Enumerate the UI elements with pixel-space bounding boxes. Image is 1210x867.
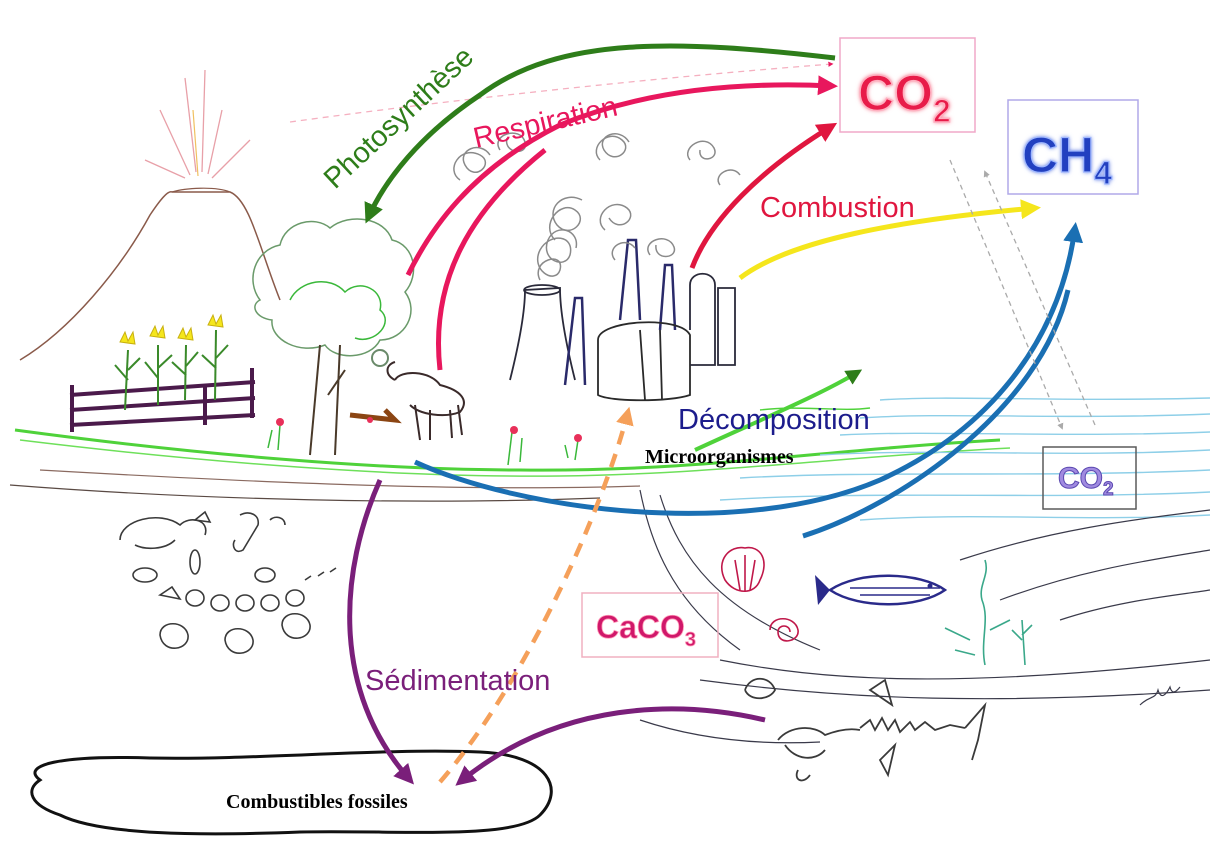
ch4-box: CH4 <box>1007 99 1139 195</box>
svg-text:CO2: CO2 <box>858 65 951 129</box>
co2-atmosphere-box: CO2 <box>839 37 976 133</box>
decomposition-label: Décomposition <box>678 404 870 436</box>
microorganisms-label: Microorganismes <box>645 446 794 468</box>
seaweed-drawing <box>944 559 1033 666</box>
co2-ocean-label: CO <box>1058 462 1103 495</box>
decomposition-arrow-ground <box>413 222 1084 516</box>
atmosphere-ocean-exchange-up <box>983 170 1096 426</box>
runoff-arrow <box>694 369 863 452</box>
caco3-label: CaCO <box>596 609 685 645</box>
volcano-drawing <box>19 69 281 361</box>
combustion-arrow-ch4 <box>738 199 1041 280</box>
svg-text:CaCO3: CaCO3 <box>596 609 696 651</box>
combustion-label: Combustion <box>760 192 915 224</box>
combustion-arrow-co2 <box>689 122 838 269</box>
decomposition-arrow-ocean <box>802 289 1071 539</box>
ch4-label: CH <box>1022 127 1094 183</box>
respiration-arrow-tree <box>405 75 838 277</box>
factory-smoke-drawing <box>453 132 741 281</box>
sea-floor-drawing <box>639 489 1210 744</box>
respiration-arrow-animal <box>436 148 547 371</box>
co2-ocean-box: CO2 <box>1042 446 1137 510</box>
grazing-animal-drawing <box>371 349 465 441</box>
fish-drawing <box>815 574 948 606</box>
sedimentation-arrow-land <box>347 478 414 785</box>
sedimentation-label: Sédimentation <box>365 665 550 697</box>
fossil-rocks-drawing <box>119 510 337 654</box>
factory-drawing <box>509 238 736 402</box>
sedimentation-arrow-sea <box>455 706 766 786</box>
caco3-box: CaCO3 <box>581 592 719 658</box>
svg-text:CO2: CO2 <box>1058 462 1114 500</box>
photosynthesis-label: Photosynthèse <box>318 41 480 195</box>
co2-ocean-subscript: 2 <box>1103 479 1114 500</box>
svg-text:CH4: CH4 <box>1022 127 1112 191</box>
atmosphere-ocean-exchange-down <box>949 159 1064 430</box>
volcano-outgassing-arrow <box>289 61 834 123</box>
ch4-subscript: 4 <box>1094 155 1112 191</box>
fossil-extraction-arrow <box>438 406 634 784</box>
ground-line <box>9 428 1011 502</box>
flowers-drawing <box>267 417 582 466</box>
caco3-subscript: 3 <box>685 629 696 651</box>
fossil-fuels-label: Combustibles fossiles <box>226 791 408 813</box>
crop-field-drawing <box>69 313 256 432</box>
tree-drawing <box>252 218 415 456</box>
seashells-drawing <box>720 546 799 642</box>
fossil-fuel-reservoir <box>30 749 553 836</box>
fossil-skeleton-drawing <box>744 677 987 782</box>
photosynthesis-arrow <box>364 43 836 224</box>
co2-atmosphere-label: CO <box>858 65 933 121</box>
co2-atmosphere-subscript: 2 <box>933 93 951 129</box>
